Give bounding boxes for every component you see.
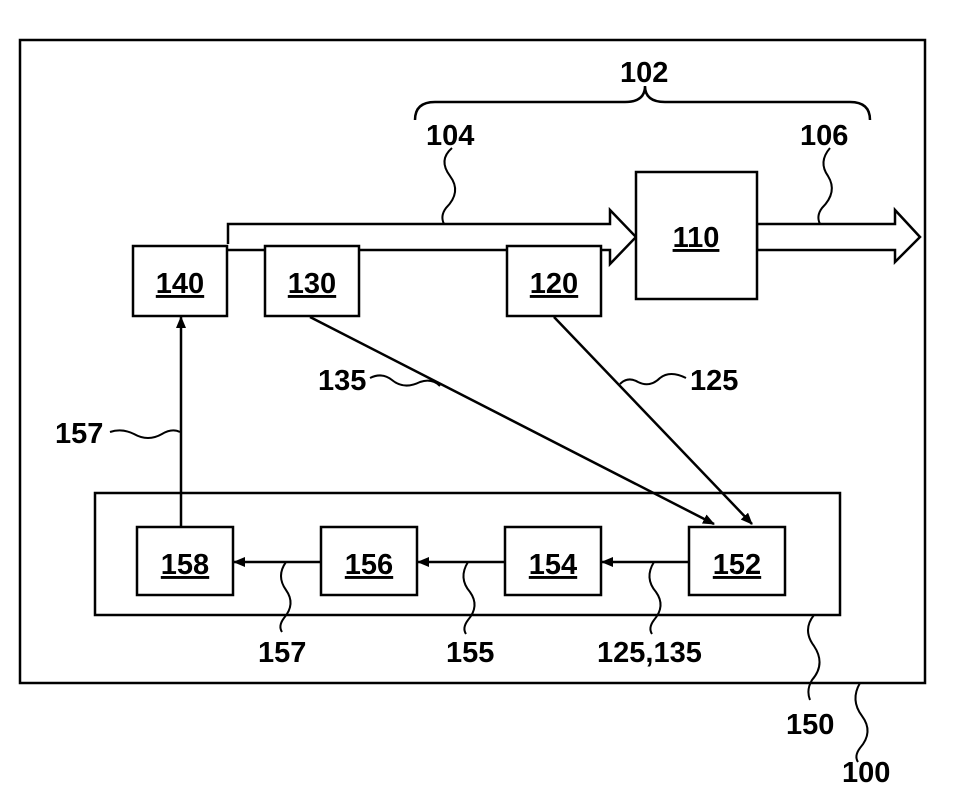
ref-104: 104 [426,120,474,152]
block-152-label: 152 [713,549,761,581]
block-130-label: 130 [288,268,336,300]
leader-157-left [110,430,180,438]
ref-125-135: 125,135 [597,637,702,669]
ref-157-left: 157 [55,418,103,450]
ref-106: 106 [800,120,848,152]
ref-100: 100 [842,757,890,789]
leader-100 [855,683,867,762]
output-wide-arrow [757,210,920,262]
leader-125 [620,374,686,384]
ref-125: 125 [690,365,738,397]
block-158-label: 158 [161,549,209,581]
block-110-label: 110 [673,222,720,254]
block-140-label: 140 [156,268,204,300]
ref-150: 150 [786,709,834,741]
leader-106 [818,148,831,224]
brace-102 [415,86,870,120]
ref-102: 102 [620,57,668,89]
block-156-label: 156 [345,549,393,581]
ref-157-bottom: 157 [258,637,306,669]
block-154-label: 154 [529,549,577,581]
leader-150 [808,615,820,700]
ref-135: 135 [318,365,366,397]
block-120-label: 120 [530,268,578,300]
ref-155: 155 [446,637,494,669]
leader-104 [442,148,455,224]
